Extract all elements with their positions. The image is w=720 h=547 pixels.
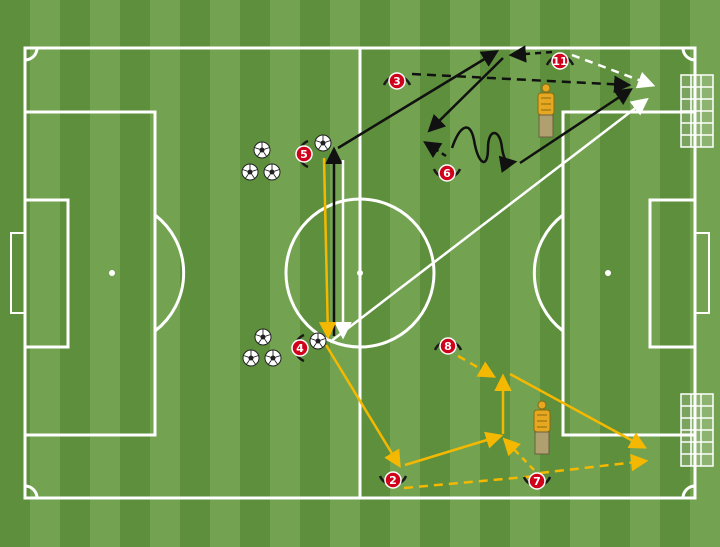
player-circle: [438, 164, 456, 182]
arrow-6-to-goal: [519, 88, 633, 165]
left-penalty-arc: [154, 213, 186, 333]
player-number: 2: [389, 474, 397, 487]
left-penalty-spot: [109, 270, 115, 276]
arrow-yellow-2-dashed: [403, 474, 538, 490]
player-number: 6: [443, 167, 451, 180]
right-penalty-spot: [605, 270, 611, 276]
player-number: 11: [552, 55, 567, 68]
arrow-11-to-6: [427, 57, 504, 133]
grass-stripe: [90, 0, 120, 547]
mannequin-top: [537, 83, 555, 138]
arrow-yellow-7-back: [502, 437, 535, 471]
soccer-ball-icon: [254, 328, 272, 346]
player-circle: [551, 52, 569, 70]
grass-stripe: [480, 0, 510, 547]
player-number: 4: [296, 342, 304, 355]
player-number: 7: [533, 475, 541, 488]
arrow-6-dashed: [423, 141, 447, 158]
arrow-yellow-8-dashed: [457, 354, 497, 378]
soccer-ball-icon: [314, 134, 332, 152]
player-marker: 2: [378, 471, 408, 489]
player-circle: [295, 145, 313, 163]
player-marker: 11: [545, 52, 575, 70]
arrow-11-dashed: [508, 45, 553, 63]
grass-stripe: [210, 0, 240, 547]
arrow-yellow-5-to-4: [318, 157, 337, 340]
left-goal: [10, 232, 26, 314]
grass-stripe: [60, 0, 90, 547]
player-circle: [439, 337, 457, 355]
mini-goal-bottom: [680, 393, 714, 467]
mannequin-bottom: [533, 400, 551, 455]
player-circle: [384, 471, 402, 489]
arrow-white-long: [329, 97, 649, 343]
balls: [241, 134, 332, 367]
right-goal: [694, 232, 710, 314]
soccer-ball-icon: [264, 349, 282, 367]
mini-goal-top: [680, 74, 714, 148]
grass-stripe: [30, 0, 60, 547]
arrow-3-dashed: [411, 72, 632, 94]
field-spots: [109, 270, 611, 276]
soccer-ball-icon: [309, 332, 327, 350]
player-marker: 3: [382, 72, 412, 90]
center-circle: [284, 197, 436, 349]
arrow-white-dashed: [571, 53, 656, 89]
player-number: 3: [393, 75, 401, 88]
arrows: [318, 45, 656, 490]
player-circle: [291, 339, 309, 357]
grass-stripe: [660, 0, 690, 547]
player-circle: [528, 472, 546, 490]
grass-stripe: [570, 0, 600, 547]
corner-arc-top-left: [24, 47, 39, 62]
center-spot: [357, 270, 363, 276]
arrow-5-to-11: [337, 50, 499, 150]
soccer-ball-icon: [263, 163, 281, 181]
player-number: 5: [300, 148, 308, 161]
player-marker: 7: [522, 472, 552, 490]
players: 3 11 5 6 4 8 2 7: [291, 52, 575, 490]
grass-stripe: [300, 0, 330, 547]
grass-stripe: [120, 0, 150, 547]
grass-stripe: [240, 0, 270, 547]
corner-arc-bottom-right: [681, 484, 696, 499]
right-penalty-arc: [532, 213, 564, 333]
player-circle: [388, 72, 406, 90]
soccer-ball-icon: [242, 349, 260, 367]
arrow-yellow-4-to-2: [324, 344, 401, 468]
player-marker: 4: [291, 333, 309, 363]
arrow-yellow-2-to-mid: [404, 431, 504, 467]
soccer-ball-icon: [253, 141, 271, 159]
arrow-yellow-to-goal: [509, 372, 648, 449]
corner-arc-top-right: [681, 47, 696, 62]
corner-arc-bottom-left: [24, 484, 39, 499]
arrow-yellow-7-dashed: [539, 453, 649, 475]
soccer-ball-icon: [241, 163, 259, 181]
player-number: 8: [444, 340, 452, 353]
player-marker: 5: [295, 139, 313, 169]
arrow-dribble: [450, 126, 518, 173]
player-marker: 6: [432, 164, 462, 182]
grass-stripe: [450, 0, 480, 547]
player-marker: 8: [433, 337, 463, 355]
